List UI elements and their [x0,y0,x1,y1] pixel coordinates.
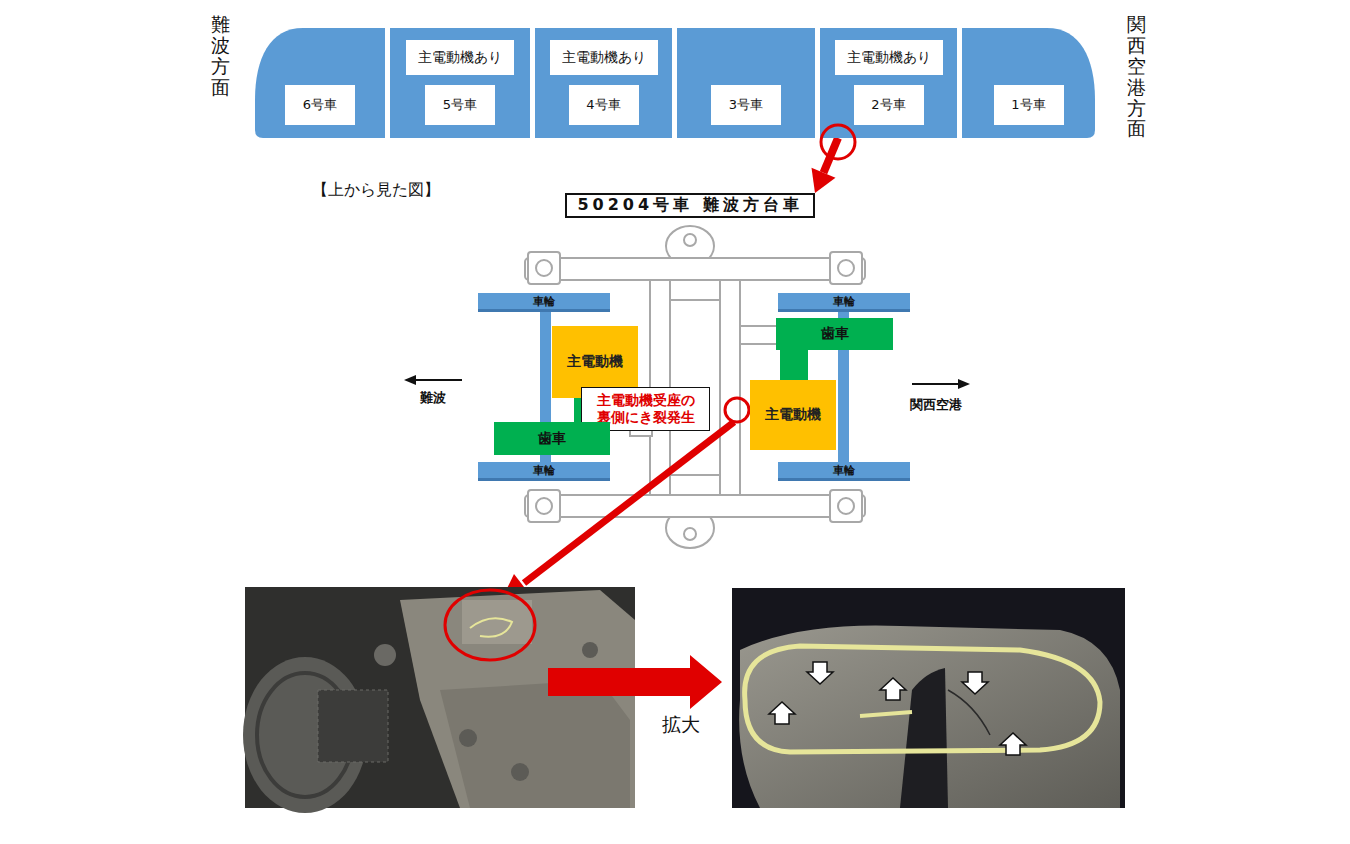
cross-beam [720,280,740,495]
motor-bracket [462,600,532,644]
text-label: 関西空港 [910,396,962,414]
photo-ground [732,588,1125,808]
gear-box: 歯車 [494,422,610,455]
wheel-bar: 車輪 [778,462,910,481]
casting-surface [739,626,1120,809]
node-text: 歯車 [538,430,566,448]
chalk-mark [470,618,512,637]
bracket [740,326,780,344]
indicator-arrow [962,672,988,694]
node-text: 主電動機 [567,353,623,371]
gearbox-face [440,680,630,808]
magnify-arrow [548,655,722,709]
text-label: 拡大 [662,712,700,738]
motor-box: 主電動機 [750,380,836,450]
axle-box-ring [536,498,552,514]
gearbox-casting [400,590,635,808]
train-car: 3号車 [677,28,815,138]
direction-arrow [414,379,462,381]
text-label: 難波 [420,389,446,407]
motor-note: 主電動機あり [406,40,514,75]
indicator-arrows [769,662,1026,755]
casting-slot [900,668,948,808]
car-number: 1号車 [994,85,1064,125]
bogie-frame [525,226,865,548]
node-text: 車輪 [833,463,855,478]
crack-marker [725,398,749,422]
bolt [459,729,477,747]
bolt [374,644,396,666]
wheel-bar: 車輪 [478,462,610,481]
crack-line [948,690,990,735]
chalk-line [860,712,912,716]
node-text: 歯車 [821,325,849,343]
direction-label: 関西空港方面 [1127,14,1146,139]
car-number: 4号車 [569,85,639,125]
bogie-title-box: 50204号車 難波方台車 [565,193,815,218]
train-car: 主電動機あり 4号車 [535,28,672,138]
pivot-pin [684,234,696,246]
crack-location-marker [816,120,860,164]
node-text: 車輪 [833,294,855,309]
train-car: 6号車 [255,28,385,138]
connector-arrowhead [811,168,835,193]
bolt [511,763,529,781]
axle-box-ring [536,260,552,276]
node-text: 車輪 [533,463,555,478]
pointer-connector [811,138,838,193]
node-text: 主電動機 [765,406,821,424]
bolt [582,642,598,658]
axle-box [830,490,862,522]
direction-arrowhead [404,375,416,385]
node-text: 50204号車 難波方台車 [577,195,802,216]
ventilation-grid [318,690,388,762]
gear-coupling [780,350,808,380]
indicator-arrow [1000,733,1026,755]
indicator-arrow [880,678,906,700]
photo-closeup [732,588,1125,808]
axle-box [528,252,560,284]
axle-box-ring [838,498,854,514]
pivot-pin [684,528,696,540]
chalk-outline [745,646,1100,752]
direction-arrow [912,383,960,385]
photo-underside [243,587,635,813]
wheel-bar: 車輪 [778,293,910,312]
side-beam [525,258,865,280]
train-car: 1号車 [962,28,1095,138]
car-nose-outline [962,28,1095,138]
indicator-arrow [807,662,833,684]
train-car: 主電動機あり 5号車 [390,28,530,138]
axle-box-ring [838,260,854,276]
car-nose-outline [255,28,385,138]
train-car: 主電動機あり 2号車 [820,28,957,138]
direction-label: 難波方面 [211,14,230,98]
car-number: 2号車 [854,85,924,125]
motor-note: 主電動機あり [550,40,658,75]
car-number: 3号車 [711,85,781,125]
node-text: 車輪 [533,294,555,309]
axle-box [528,490,560,522]
indicator-arrow [769,702,795,724]
car-number: 5号車 [425,85,495,125]
wheel-bar: 車輪 [478,293,610,312]
text-label: 【上から見た図】 [312,180,440,201]
direction-arrowhead [958,379,970,389]
car-number: 6号車 [285,85,355,125]
marker-circle [821,125,855,159]
photo-marker [445,590,535,660]
axle-box [830,252,862,284]
side-beam [525,495,865,517]
gear-box: 歯車 [776,318,893,350]
motor-note: 主電動機あり [835,40,943,75]
